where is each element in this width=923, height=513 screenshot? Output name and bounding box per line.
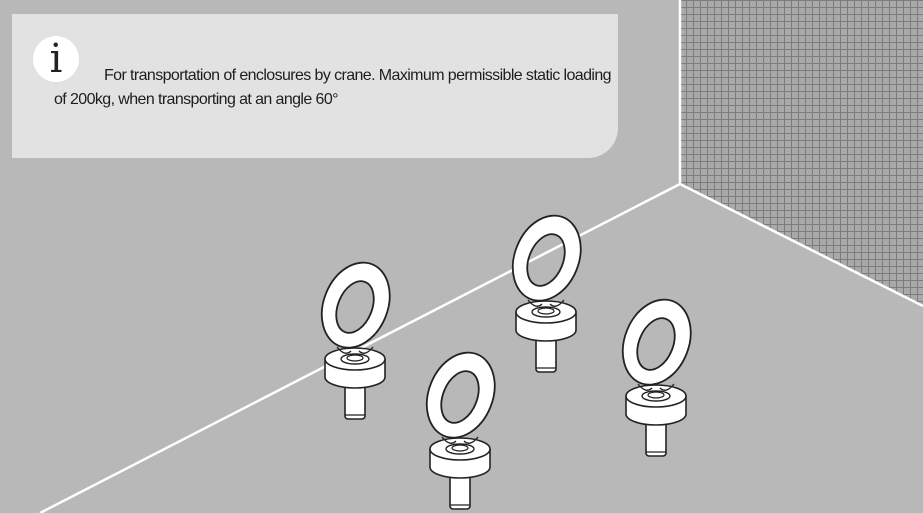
eyebolt-4 [413,341,508,510]
info-text: For transportation of enclosures by cran… [54,67,612,108]
info-icon: i [33,36,79,82]
eyebolt-3 [609,288,704,457]
info-panel: i For transportation of enclosures by cr… [12,14,618,158]
mesh-wall [680,0,923,306]
eyebolt-1 [308,251,403,420]
eyebolt-2 [499,204,594,373]
